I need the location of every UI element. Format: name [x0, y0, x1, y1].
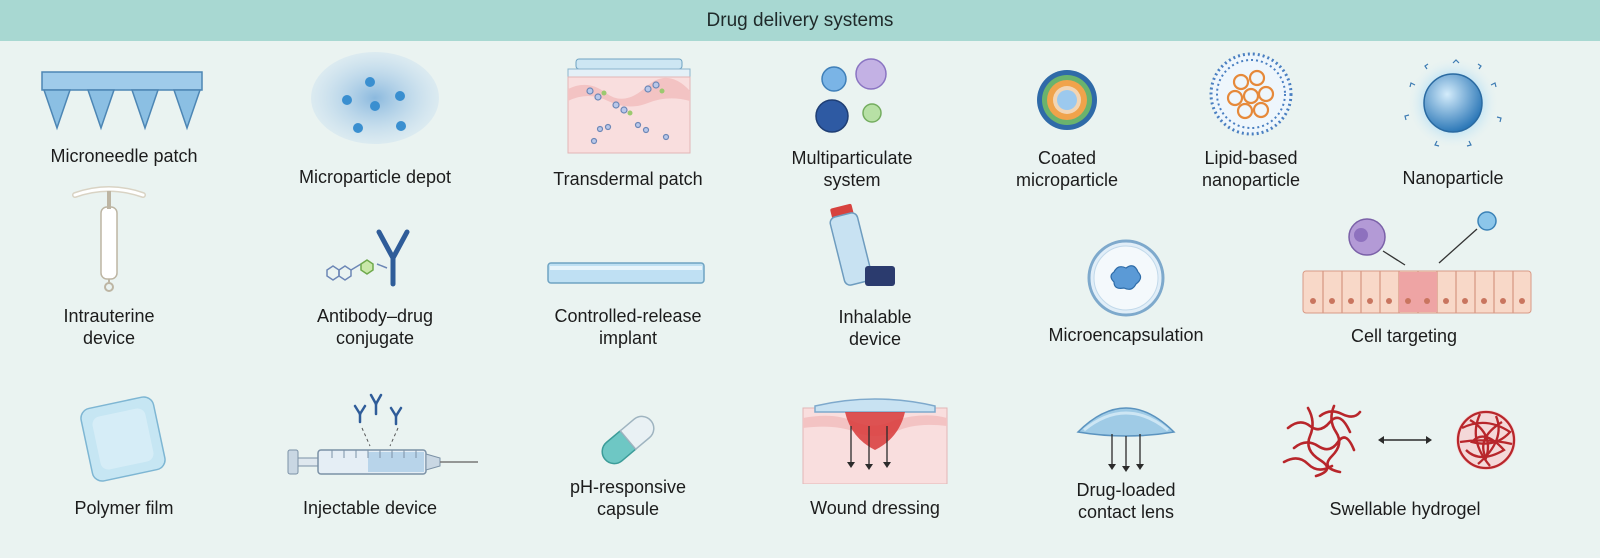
item-label: Nanoparticle — [1402, 168, 1504, 188]
item-label: Microencapsulation — [1048, 325, 1204, 345]
swellable-hydrogel-icon — [1282, 404, 1516, 478]
wound-dressing-item: Wound dressing — [775, 392, 975, 530]
injectable-device-item: Injectable device — [270, 390, 478, 530]
wound-dressing-icon — [802, 398, 948, 484]
polymer-film-item: Polymer film — [24, 392, 224, 530]
item-label: Cell targeting — [1350, 326, 1458, 346]
multiparticulate-system-icon — [815, 58, 887, 133]
microparticle-depot-icon — [311, 52, 439, 144]
item-label: Polymer film — [74, 498, 174, 518]
inhalable-device-icon — [829, 203, 895, 286]
coated-microparticle-icon — [1037, 70, 1097, 130]
ph-responsive-capsule-icon — [601, 415, 655, 465]
item-label: Microneedle patch — [50, 146, 198, 166]
intrauterine-device-icon — [72, 186, 146, 292]
item-label: Swellable hydrogel — [1329, 499, 1481, 519]
transdermal-patch-item: Transdermal patch — [528, 55, 728, 195]
microencapsulation-icon — [1087, 239, 1165, 317]
microneedle-patch-item: Microneedle patch — [24, 60, 224, 185]
drug-loaded-contact-lens-icon — [1076, 407, 1176, 472]
lipid-based-nanoparticle-icon — [1209, 52, 1293, 136]
item-label: Microparticle depot — [298, 167, 452, 187]
microneedle-patch-icon — [41, 71, 203, 131]
figure-title: Drug delivery systems — [0, 0, 1600, 41]
microencapsulation-item: Microencapsulation — [1026, 238, 1226, 353]
nanoparticle-item: Nanoparticle — [1353, 55, 1553, 195]
swellable-hydrogel-item: Swellable hydrogel — [1280, 398, 1530, 530]
nanoparticle-icon — [1404, 57, 1502, 149]
item-label: Wound dressing — [810, 498, 940, 518]
item-label: Transdermal patch — [553, 169, 703, 189]
cell-targeting-item: Cell targeting — [1301, 203, 1537, 353]
cell-targeting-icon — [1302, 211, 1532, 314]
antibody-drug-conjugate-icon — [326, 229, 410, 287]
injectable-device-icon — [287, 393, 478, 475]
transdermal-patch-icon — [567, 58, 691, 154]
microparticle-depot-item: Microparticle depot — [275, 48, 475, 193]
controlled-release-implant-icon — [547, 262, 705, 284]
polymer-film-icon — [80, 396, 166, 482]
item-label: Injectable device — [302, 498, 438, 518]
